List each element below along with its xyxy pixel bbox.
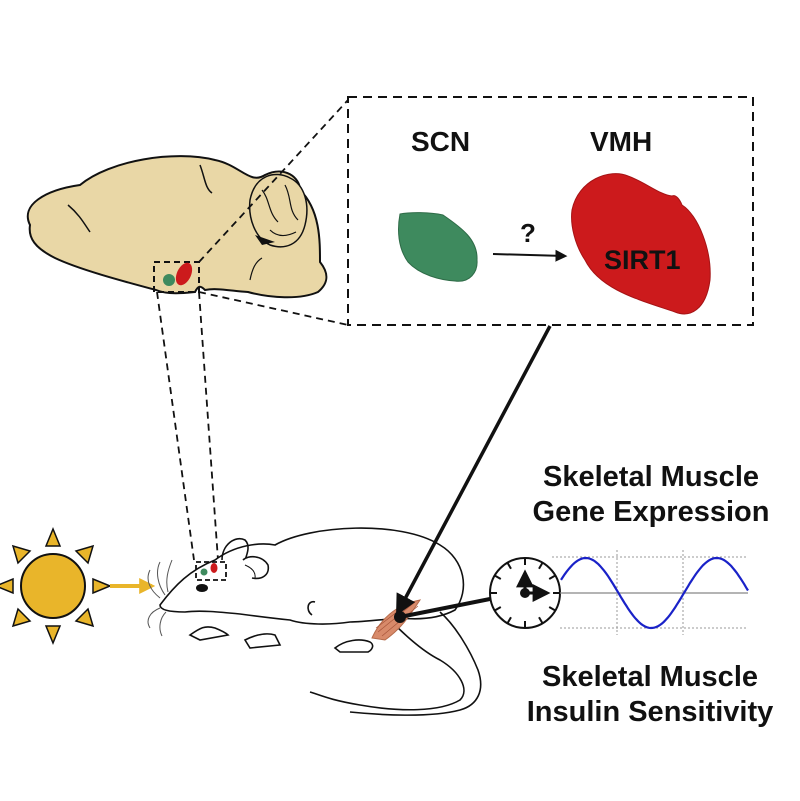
mouse-vmh-dot bbox=[210, 563, 218, 573]
sine-wave-icon bbox=[552, 550, 749, 635]
insulin-sensitivity-line-1: Skeletal Muscle bbox=[542, 661, 758, 693]
scn-label: SCN bbox=[411, 126, 471, 157]
vmh-dot bbox=[175, 262, 193, 286]
insulin-sensitivity-line-2: Insulin Sensitivity bbox=[526, 696, 774, 728]
vmh-to-muscle-arrow bbox=[396, 325, 552, 616]
mouse-scn-dot bbox=[200, 568, 208, 576]
cerebellum bbox=[248, 173, 308, 248]
muscle-anchor-dot bbox=[394, 611, 406, 623]
zoom-box bbox=[347, 96, 754, 326]
mouse-eye bbox=[196, 584, 208, 592]
gene-expression-line-1: Skeletal Muscle bbox=[543, 461, 759, 493]
sirt1-label: SIRT1 bbox=[604, 245, 681, 275]
gene-expression-caption: Skeletal Muscle Gene Expression bbox=[516, 460, 786, 530]
scn-to-vmh-arrow bbox=[492, 249, 568, 262]
vmh-label: VMH bbox=[590, 126, 653, 157]
brain-roi-box bbox=[153, 261, 200, 293]
question-mark-label: ? bbox=[520, 218, 536, 248]
brain-sagittal-icon bbox=[27, 155, 328, 299]
sine-wave-line bbox=[560, 556, 749, 630]
mouse-icon bbox=[147, 527, 482, 716]
scn-dot bbox=[163, 274, 175, 286]
clock-icon bbox=[489, 557, 561, 629]
vmh-region bbox=[571, 173, 711, 315]
zoom-projection-lines bbox=[156, 99, 349, 561]
insulin-sensitivity-caption: Skeletal Muscle Insulin Sensitivity bbox=[510, 660, 790, 730]
sun-icon bbox=[0, 527, 112, 645]
scn-region bbox=[398, 212, 478, 282]
gene-expression-line-2: Gene Expression bbox=[532, 496, 770, 528]
